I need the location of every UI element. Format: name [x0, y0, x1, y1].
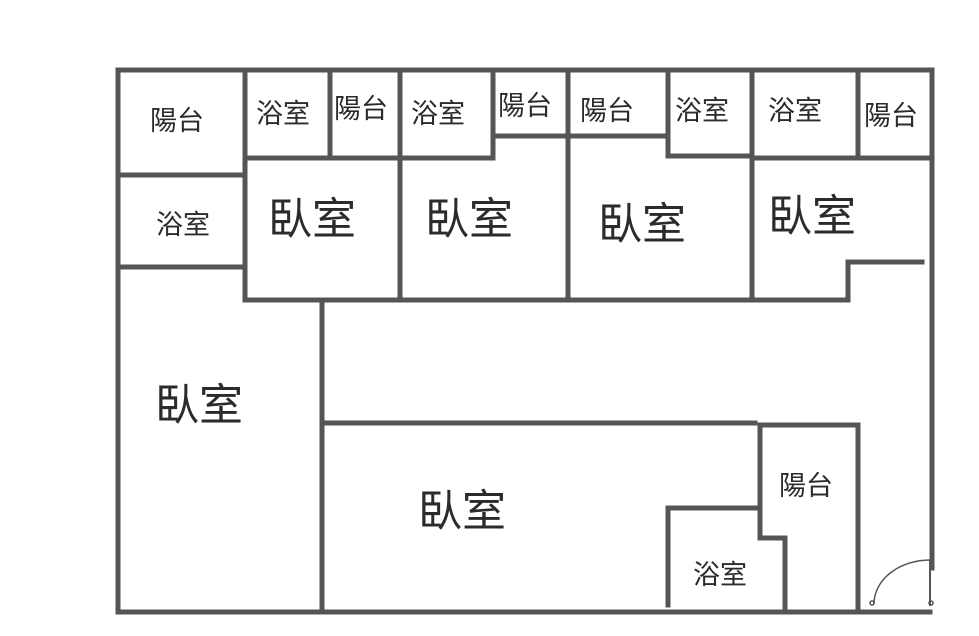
- door-hinge-left: [869, 600, 875, 606]
- door-swing-arc: [873, 559, 931, 605]
- door-hinge-right: [928, 600, 934, 606]
- room-label-bedroom: 臥室: [268, 194, 356, 245]
- room-label-bathroom: 浴室: [156, 210, 210, 241]
- room-label-bathroom: 浴室: [675, 96, 729, 127]
- room-label-bedroom: 臥室: [425, 194, 513, 245]
- room-label-bathroom: 浴室: [256, 99, 310, 130]
- room-label-balcony: 陽台: [864, 101, 918, 132]
- room-label-bedroom: 臥室: [768, 191, 856, 242]
- door[interactable]: [869, 559, 934, 606]
- walls: [115, 67, 935, 615]
- room-label-bathroom: 浴室: [768, 96, 822, 127]
- room-label-balcony: 陽台: [498, 91, 552, 122]
- room-label-bedroom: 臥室: [418, 486, 506, 537]
- room-label-balcony: 陽台: [580, 96, 634, 127]
- room-label-bathroom: 浴室: [693, 560, 747, 591]
- room-label-bedroom: 臥室: [155, 380, 243, 431]
- room-label-balcony: 陽台: [779, 471, 833, 502]
- room-label-balcony: 陽台: [334, 94, 388, 125]
- room-label-bedroom: 臥室: [598, 199, 686, 250]
- wall-bedroom-bottom: [242, 259, 925, 303]
- wall-top-row: [117, 133, 935, 270]
- wall-top-verticals: [242, 67, 861, 303]
- room-label-bathroom: 浴室: [411, 99, 465, 130]
- wall-outer: [115, 67, 935, 615]
- room-label-balcony: 陽台: [150, 106, 204, 137]
- wall-right-rooms: [665, 422, 861, 611]
